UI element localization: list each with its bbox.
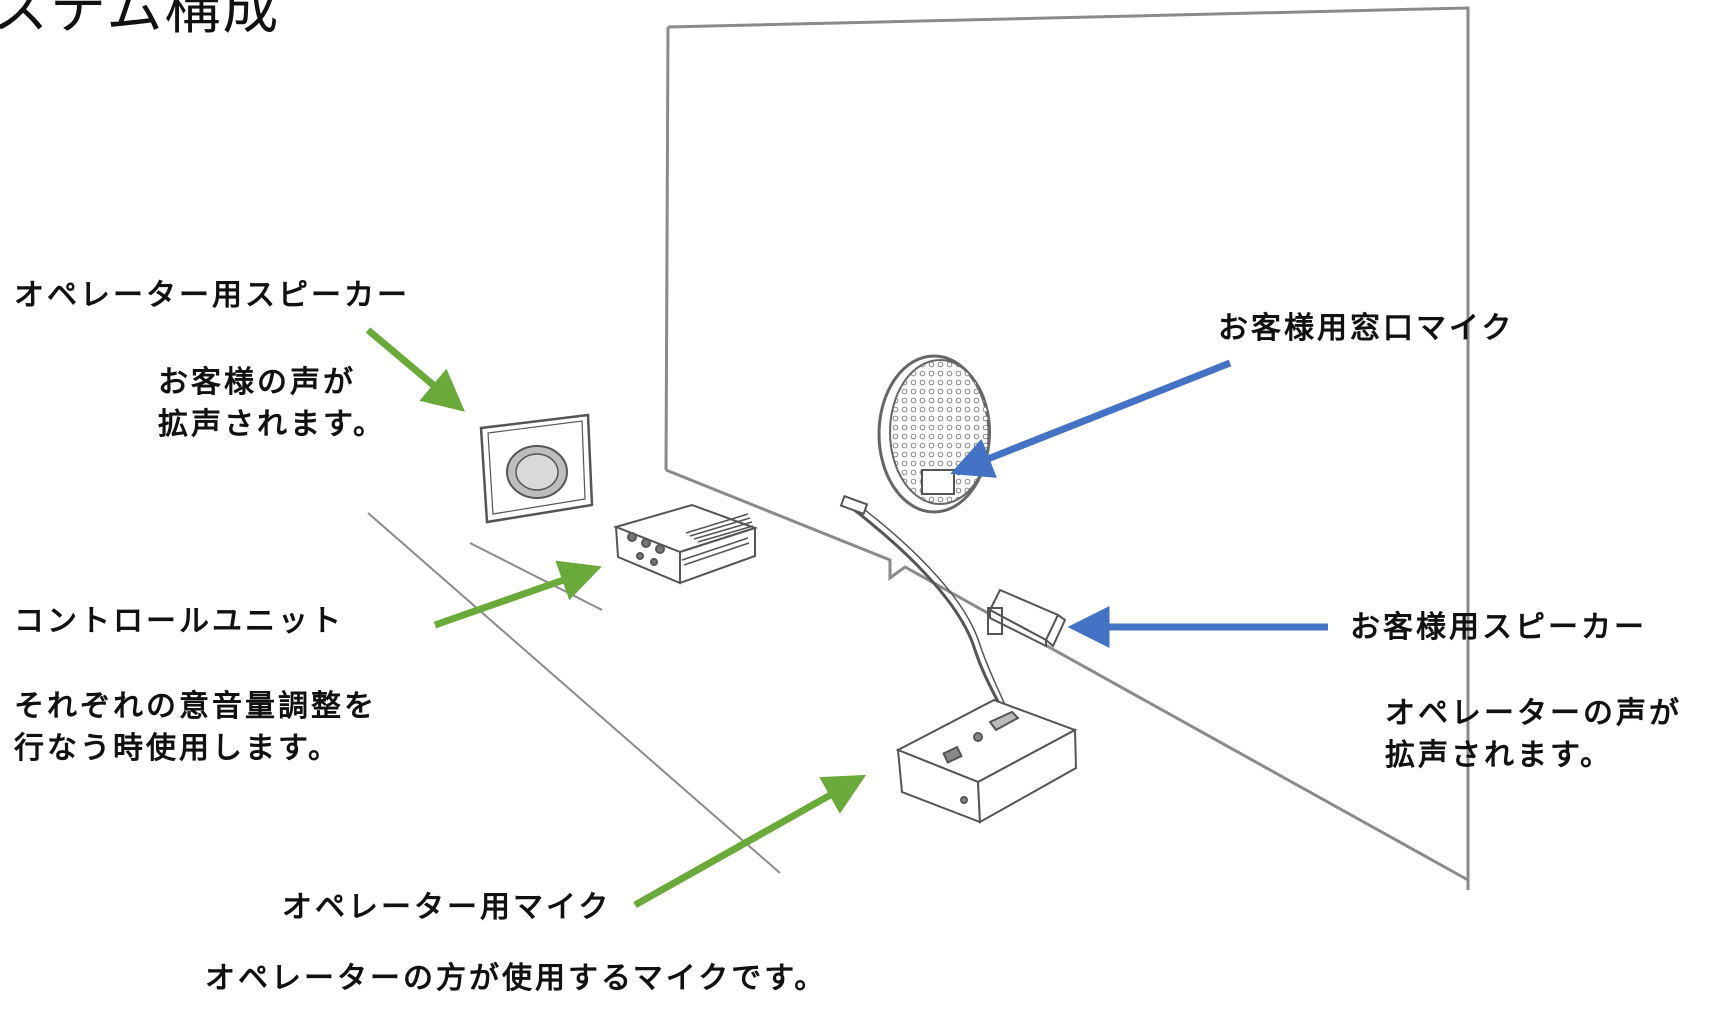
label-control-unit: コントロールユニット (14, 604, 344, 639)
glass-partition (664, 6, 1470, 890)
desc-operator-speaker-line: お客様の声が (158, 365, 356, 400)
page-title: ステム構成 (0, 0, 281, 42)
desc-customer-speaker-line: オペレーターの声が (1385, 696, 1682, 731)
customer-window-mic (877, 354, 991, 514)
arrow-control-unit (433, 560, 602, 629)
label-operator-mic: オペレーター用マイク (282, 890, 612, 925)
operator-mic (839, 494, 1078, 824)
desc-control-unit-line: それぞれの意音量調整を (14, 689, 377, 724)
arrow-operator-speaker (365, 327, 466, 412)
label-customer-speaker: お客様用スピーカー (1350, 610, 1647, 645)
label-customer-window-mic: お客様用窓口マイク (1218, 311, 1515, 346)
customer-speaker (987, 588, 1067, 648)
arrow-operator-mic (633, 774, 867, 909)
desc-operator-mic: オペレーターの方が使用するマイクです。 (205, 958, 827, 1000)
desc-control-unit: それぞれの意音量調整を 行なう時使用します。 (14, 686, 377, 770)
desc-customer-speaker: オペレーターの声が 拡声されます。 (1385, 693, 1682, 777)
arrow-customer-window-mic (950, 359, 1232, 478)
desc-operator-speaker-line: 拡声されます。 (158, 407, 386, 442)
operator-speaker (479, 413, 594, 524)
arrows-operator (365, 327, 867, 909)
desc-control-unit-line: 行なう時使用します。 (14, 731, 341, 766)
arrows-customer (950, 359, 1328, 648)
desc-operator-speaker: お客様の声が 拡声されます。 (158, 362, 386, 446)
control-unit (612, 503, 759, 585)
desc-operator-mic-line: オペレーターの方が使用するマイクです。 (205, 961, 828, 996)
label-operator-speaker: オペレーター用スピーカー (14, 278, 410, 313)
desc-customer-speaker-line: 拡声されます。 (1385, 738, 1613, 773)
